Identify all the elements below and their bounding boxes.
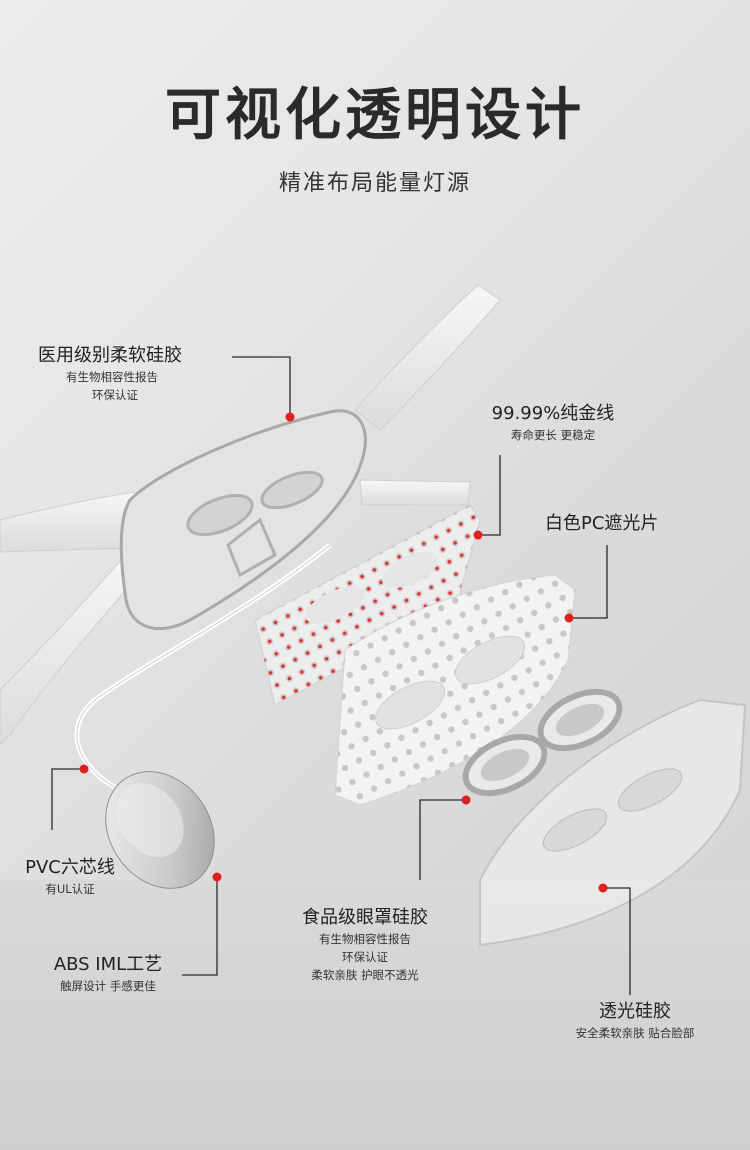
callout-line-pvc-cable bbox=[51, 768, 84, 830]
label-sub: 环保认证 bbox=[342, 950, 388, 964]
eye-cups-illustration bbox=[462, 688, 623, 797]
label-abs-iml: ABS IML工艺 触屏设计 手感更佳 bbox=[38, 953, 178, 995]
label-sub: 寿命更长 更稳定 bbox=[510, 428, 596, 442]
callout-dots bbox=[79, 412, 608, 893]
label-main: 99.99%纯金线 bbox=[491, 403, 615, 424]
floor-backdrop bbox=[0, 880, 750, 1150]
callout-dot-abs-iml bbox=[212, 872, 222, 882]
callout-line-clear-silicone bbox=[603, 887, 631, 995]
pvc-cable-illustration bbox=[74, 543, 332, 793]
label-sub: 环保认证 bbox=[92, 388, 138, 402]
label-silicone-medical: 医用级别柔软硅胶 有生物相容性报告 环保认证 bbox=[38, 344, 182, 404]
label-main: 医用级别柔软硅胶 bbox=[38, 345, 182, 366]
label-pvc-cable: PVC六芯线 有UL认证 bbox=[10, 856, 130, 898]
mask-back-plate bbox=[119, 409, 367, 631]
label-sub: 有生物相容性报告 bbox=[319, 932, 411, 946]
clear-mask-illustration bbox=[479, 698, 747, 947]
label-clear-silicone: 透光硅胶 安全柔软亲肤 贴合脸部 bbox=[555, 1000, 715, 1042]
callout-line-silicone-medical bbox=[232, 356, 291, 417]
callout-dot-pc-shade bbox=[564, 613, 574, 623]
callout-line-gold-wire bbox=[478, 455, 501, 536]
callout-line-abs-iml bbox=[182, 877, 218, 976]
led-panel-illustration bbox=[254, 504, 481, 706]
label-main: 白色PC遮光片 bbox=[545, 513, 659, 534]
label-sub: 触屏设计 手感更佳 bbox=[60, 979, 156, 993]
callout-line-pc-shade bbox=[569, 545, 608, 619]
mask-straps bbox=[0, 284, 501, 746]
label-sub: 柔软亲肤 护眼不透光 bbox=[311, 968, 419, 982]
callout-line-eye-silicone bbox=[419, 799, 466, 880]
callout-dot-clear-silicone bbox=[598, 883, 608, 893]
label-sub: 有UL认证 bbox=[45, 882, 95, 896]
controller-illustration bbox=[105, 771, 215, 889]
label-main: 透光硅胶 bbox=[599, 1001, 671, 1022]
callout-dot-silicone-medical bbox=[285, 412, 295, 422]
callout-dot-gold-wire bbox=[473, 530, 483, 540]
page-title: 可视化透明设计 bbox=[165, 83, 585, 148]
label-pc-shade: 白色PC遮光片 bbox=[545, 512, 658, 536]
label-main: PVC六芯线 bbox=[25, 857, 115, 878]
callout-dot-pvc-cable bbox=[79, 764, 89, 774]
label-main: 食品级眼罩硅胶 bbox=[302, 907, 428, 928]
label-main: ABS IML工艺 bbox=[53, 954, 163, 975]
pc-shade-illustration bbox=[334, 574, 576, 806]
label-sub: 有生物相容性报告 bbox=[66, 370, 158, 384]
callout-lines bbox=[51, 356, 631, 995]
callout-dot-eye-silicone bbox=[461, 795, 471, 805]
page-subtitle: 精准布局能量灯源 bbox=[278, 171, 471, 196]
label-eye-silicone: 食品级眼罩硅胶 有生物相容性报告 环保认证 柔软亲肤 护眼不透光 bbox=[280, 906, 450, 984]
label-sub: 安全柔软亲肤 贴合脸部 bbox=[575, 1026, 695, 1040]
label-gold-wire: 99.99%纯金线 寿命更长 更稳定 bbox=[488, 402, 618, 444]
